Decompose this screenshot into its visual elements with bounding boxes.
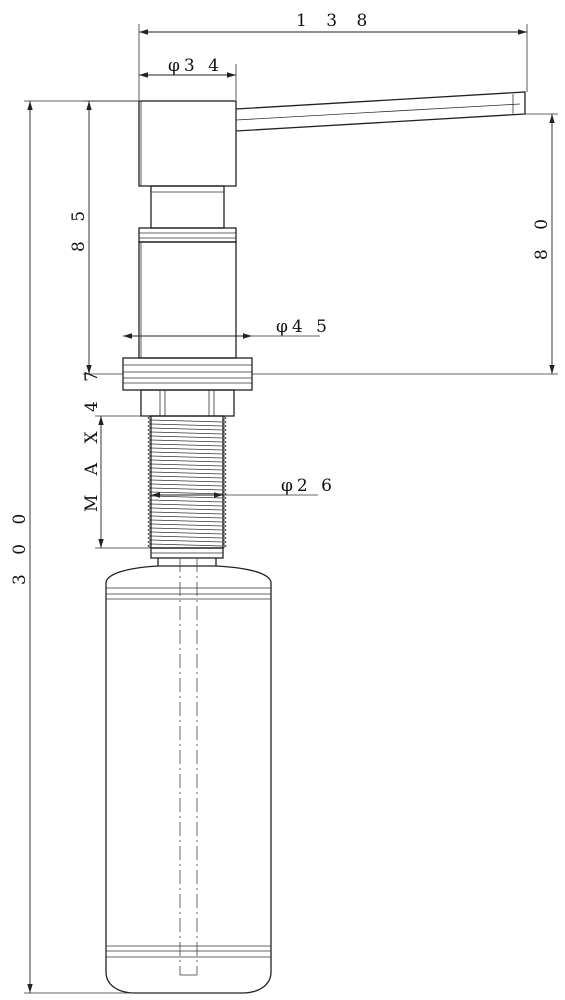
pump-head bbox=[138, 100, 237, 187]
spout bbox=[235, 91, 526, 132]
pump-neck bbox=[150, 185, 225, 229]
thread-line bbox=[150, 531, 224, 535]
thread-line bbox=[150, 431, 224, 435]
dim-spout-height-label: 8 0 bbox=[532, 212, 552, 260]
thread-line bbox=[150, 479, 224, 483]
thread-line bbox=[150, 419, 224, 423]
thread-line bbox=[150, 491, 224, 495]
thread-line bbox=[150, 463, 224, 467]
thread-line bbox=[150, 519, 224, 523]
bottle-connector bbox=[150, 547, 224, 567]
mounting-flange bbox=[122, 357, 253, 391]
dim-head-diameter: φ3 4 bbox=[139, 56, 237, 100]
dim-total-height: 3 0 0 bbox=[10, 100, 139, 994]
thread-line bbox=[150, 495, 224, 499]
thread-line bbox=[150, 451, 224, 455]
thread-line bbox=[150, 471, 224, 475]
dim-thread-length: M A X 4 7 bbox=[82, 364, 150, 549]
dim-body-height: 8 5 bbox=[69, 100, 139, 375]
thread-line bbox=[150, 523, 224, 527]
thread-line bbox=[150, 447, 224, 451]
dim-thread-diameter-label: φ2 6 bbox=[281, 476, 336, 496]
dim-thread-length-label: M A X 4 7 bbox=[82, 364, 102, 512]
thread-line bbox=[150, 511, 224, 515]
thread-line bbox=[150, 499, 224, 503]
thread-line bbox=[150, 455, 224, 459]
thread-line bbox=[150, 507, 224, 511]
dim-flange-diameter: φ4 5 bbox=[123, 317, 331, 339]
thread-line bbox=[150, 527, 224, 531]
thread-line bbox=[150, 439, 224, 443]
thread-line bbox=[150, 483, 224, 487]
thread-line bbox=[150, 503, 224, 507]
dim-total-length: 1 3 8 bbox=[138, 11, 528, 100]
dim-total-length-label: 1 3 8 bbox=[296, 11, 374, 31]
thread-line bbox=[150, 543, 224, 547]
dim-spout-height: 8 0 bbox=[252, 113, 558, 375]
bottle bbox=[105, 565, 272, 994]
threaded-shank bbox=[147, 415, 227, 549]
thread-line bbox=[150, 515, 224, 519]
dim-thread-diameter: φ2 6 bbox=[151, 476, 336, 498]
thread-edge bbox=[147, 415, 152, 549]
dip-tube bbox=[179, 558, 198, 976]
thread-line bbox=[150, 427, 224, 431]
thread-edge bbox=[222, 415, 227, 549]
thread-line bbox=[150, 539, 224, 543]
body-collar bbox=[138, 227, 237, 243]
thread-line bbox=[150, 423, 224, 427]
thread-line bbox=[150, 443, 224, 447]
thread-line bbox=[150, 467, 224, 471]
dim-body-height-label: 8 5 bbox=[69, 204, 89, 252]
thread-line bbox=[150, 475, 224, 479]
dim-total-height-label: 3 0 0 bbox=[10, 507, 30, 585]
lock-nut bbox=[140, 389, 235, 417]
thread-line bbox=[150, 459, 224, 463]
pump-body bbox=[138, 241, 237, 359]
dim-head-diameter-label: φ3 4 bbox=[168, 56, 223, 76]
thread-line bbox=[150, 535, 224, 539]
thread-line bbox=[150, 435, 224, 439]
dim-flange-diameter-label: φ4 5 bbox=[276, 317, 331, 337]
thread-line bbox=[150, 487, 224, 491]
